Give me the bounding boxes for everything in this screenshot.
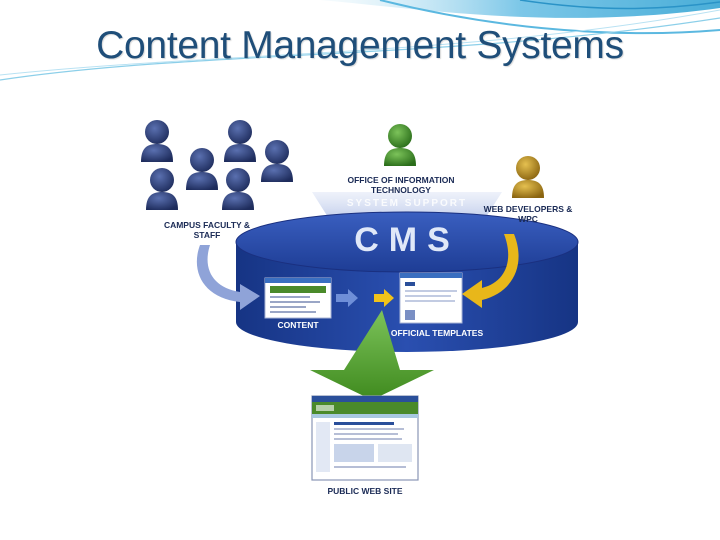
cms-label: CMS xyxy=(354,221,460,259)
content-label: CONTENT xyxy=(277,320,319,330)
oit-label: OFFICE OF INFORMATION TECHNOLOGY xyxy=(347,175,455,195)
template-inbound-arrow xyxy=(374,289,394,307)
webdev-arrow-icon xyxy=(462,234,519,308)
webdev-label: WEB DEVELOPERS & WPC xyxy=(483,204,573,224)
cms-diagram: CAMPUS FACULTY & STAFF OFFICE OF INFORMA… xyxy=(122,100,600,514)
person-icon xyxy=(141,120,173,162)
webdev-person-icon xyxy=(512,156,544,198)
template-thumbnail xyxy=(399,272,463,324)
header-swoosh xyxy=(0,0,720,81)
person-icon xyxy=(261,140,293,182)
person-icon xyxy=(186,148,218,190)
content-page-thumbnail xyxy=(264,277,332,319)
oit-person-icon xyxy=(384,124,416,166)
system-support-label: SYSTEM SUPPORT xyxy=(346,198,468,209)
publish-arrow-icon xyxy=(310,310,434,400)
person-icon xyxy=(146,168,178,210)
templates-label: OFFICIAL TEMPLATES xyxy=(390,328,484,338)
faculty-arrow-icon xyxy=(196,245,260,310)
public-site-label: PUBLIC WEB SITE xyxy=(327,486,403,496)
faculty-group-icon xyxy=(141,120,293,210)
page-title: Content Management Systems xyxy=(96,24,624,67)
person-icon xyxy=(224,120,256,162)
content-to-template-arrow xyxy=(336,289,358,307)
faculty-label: CAMPUS FACULTY & STAFF xyxy=(163,220,251,240)
public-site-thumbnail xyxy=(311,395,419,481)
person-icon xyxy=(222,168,254,210)
